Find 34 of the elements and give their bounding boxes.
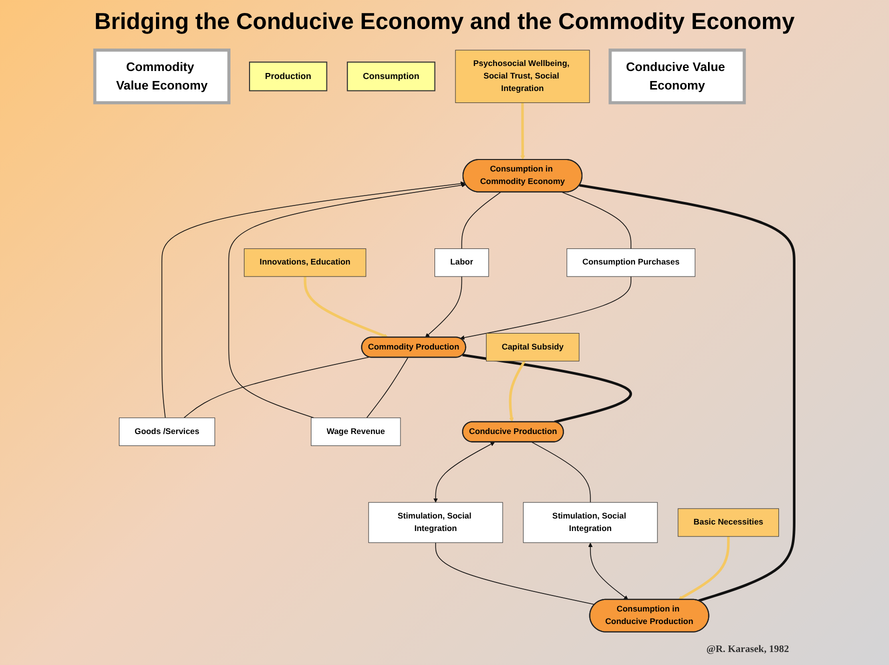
arrow [588,542,628,600]
connector [531,442,591,503]
connector [366,357,408,418]
arrow [520,102,525,160]
connector [562,192,632,250]
arrow [228,183,466,418]
connector [579,184,796,602]
node-box: Goods /Services [118,418,216,446]
node-box: Stimulation, Social Integration [523,502,658,543]
node-box: Conducive Value Economy [608,48,746,104]
arrow [433,442,495,503]
node-box: Consumption [346,62,436,92]
node-box: Labor [434,248,489,277]
connector [184,356,370,418]
node-box: Wage Revenue [310,418,401,446]
arrow [508,360,526,422]
connector [462,354,632,424]
arrow [161,181,466,418]
node-box: Basic Necessities [678,508,779,537]
credit-note: @R. Karasek, 1982 [706,644,789,655]
node-box: Capital Subsidy [486,333,580,362]
node-box: Production [249,62,328,92]
arrow [460,276,632,340]
arrow [304,276,388,338]
arrow [425,276,462,338]
node-box: Innovations, Education [244,248,366,277]
connector [435,542,596,605]
node-box: Consumption Purchases [566,248,696,277]
arrow [678,536,730,600]
node-box: Stimulation, Social Integration [368,502,503,543]
node-box: Psychosocial Wellbeing, Social Trust, Social Integration [455,50,590,103]
diagram-title: Bridging the Conducive Economy and the Commodity Economy [93,8,796,35]
node-box: Commodity Value Economy [93,48,230,104]
connector [461,192,501,250]
